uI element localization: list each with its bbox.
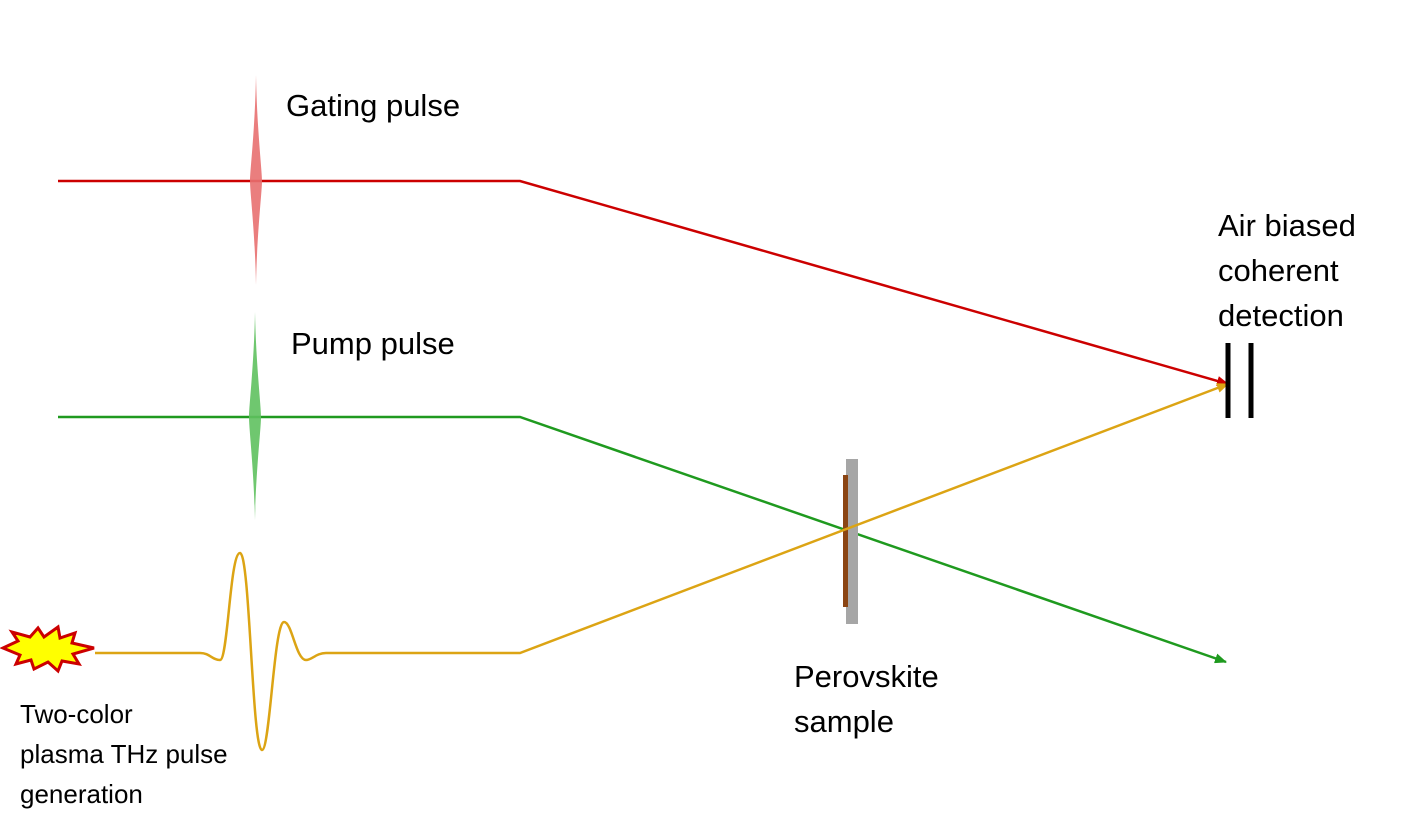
source-label: Two-color plasma THz pulse generation [20,694,228,814]
source-label-line-2: plasma THz pulse [20,739,228,769]
pump-pulse-label: Pump pulse [291,326,455,361]
gating-pulse-label: Gating pulse [286,88,461,123]
detector-label-line-3: detection [1218,298,1344,333]
source-label-line-1: Two-color [20,699,133,729]
detector-label-line-1: Air biased [1218,208,1356,243]
pump-beam [58,415,1227,664]
sample-label-line-2: sample [794,704,894,739]
sample-label: Perovskite sample [794,654,939,744]
sample-film [843,475,848,607]
pump-pulse-envelope [249,312,261,520]
thz-waveform [95,382,1229,752]
sample-substrate [846,459,858,624]
detector-label: Air biased coherent detection [1218,203,1356,338]
sample-label-line-1: Perovskite [794,659,939,694]
gating-pulse-envelope [250,75,262,285]
gating-beam [58,179,1229,386]
source-label-line-3: generation [20,779,143,809]
detector-label-line-2: coherent [1218,253,1339,288]
plasma-burst-icon [0,624,95,674]
